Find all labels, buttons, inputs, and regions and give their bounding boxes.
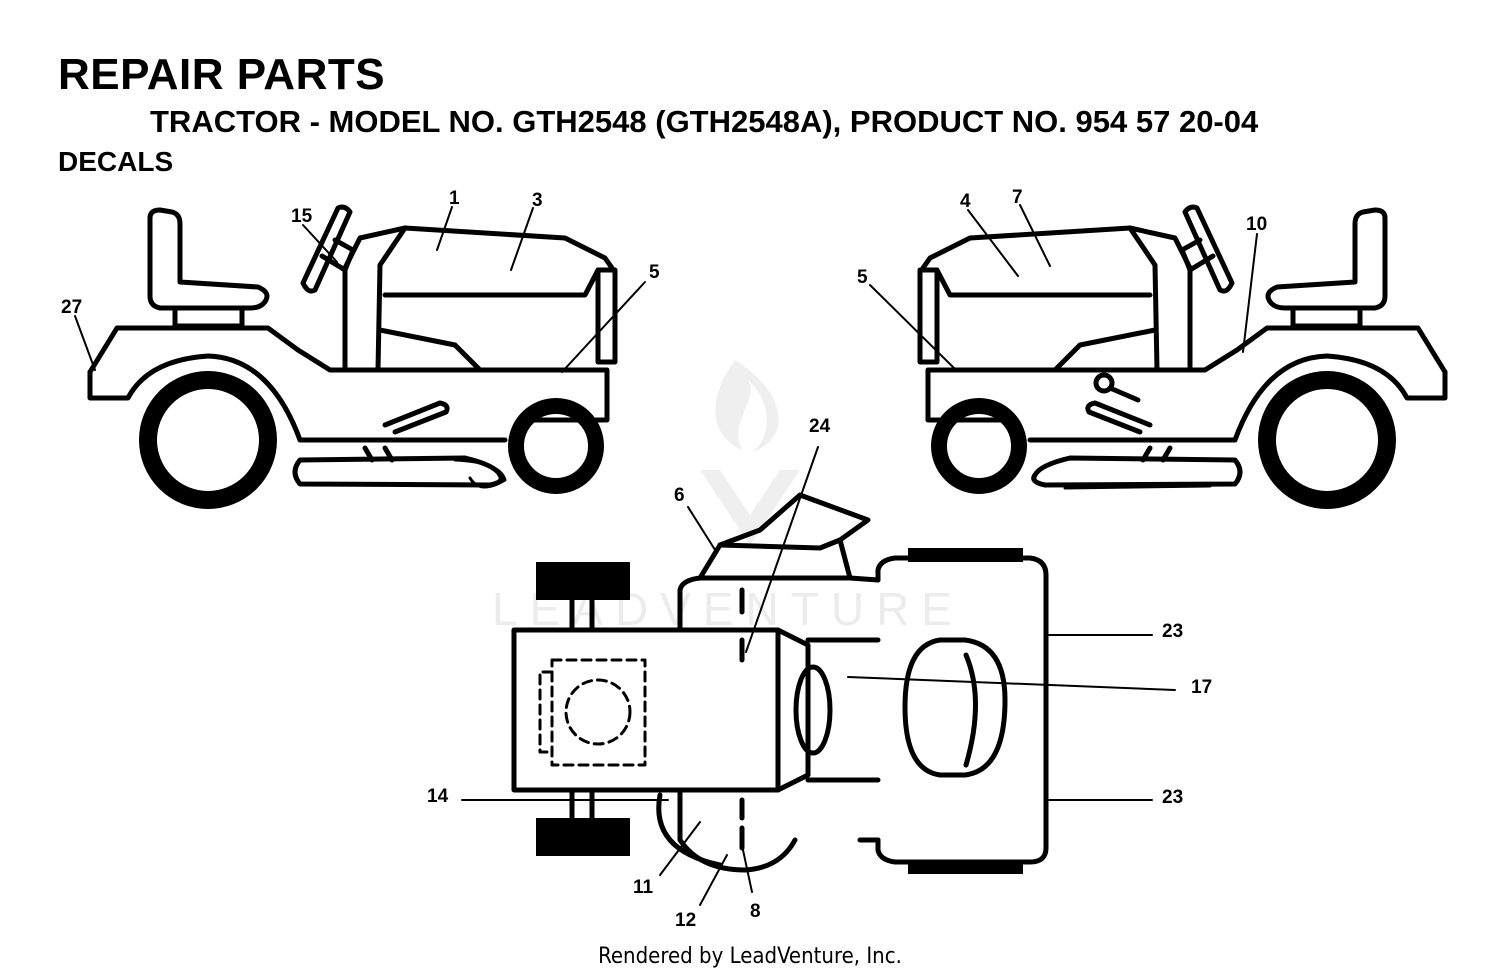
leader-lines	[74, 204, 1258, 906]
callout-23-bottom: 23	[1162, 787, 1183, 808]
callout-5-left: 5	[649, 262, 660, 283]
page-subtitle: TRACTOR - MODEL NO. GTH2548 (GTH2548A), …	[150, 104, 1259, 139]
callout-5-right: 5	[857, 267, 868, 288]
callout-8: 8	[750, 901, 761, 922]
page-title: REPAIR PARTS	[58, 50, 386, 99]
callout-15: 15	[291, 206, 313, 227]
tractor-top-view	[511, 492, 1049, 874]
tractor-right-side-view	[917, 204, 1448, 509]
callout-4: 4	[960, 191, 971, 212]
callout-23-top: 23	[1162, 621, 1183, 642]
callout-10: 10	[1246, 214, 1267, 235]
callout-3: 3	[532, 190, 543, 211]
callout-7: 7	[1012, 187, 1023, 208]
footer-credit: Rendered by LeadVenture, Inc.	[598, 944, 902, 969]
callout-12: 12	[675, 910, 696, 931]
callout-14: 14	[427, 786, 449, 807]
lift-lever	[1093, 372, 1141, 403]
callout-1: 1	[449, 188, 460, 209]
watermark: LEADVENTURE	[492, 360, 952, 635]
callout-17: 17	[1191, 677, 1212, 698]
callout-6: 6	[674, 485, 685, 506]
section-title: DECALS	[58, 146, 174, 177]
callout-11: 11	[633, 877, 654, 898]
callout-24: 24	[809, 416, 831, 437]
tractor-left-side-view	[87, 204, 618, 509]
callout-labels: 1 3 15 27 5 4 7 10 5 24 6 23 17 23 14 11…	[61, 187, 1267, 931]
callout-27: 27	[61, 297, 82, 318]
